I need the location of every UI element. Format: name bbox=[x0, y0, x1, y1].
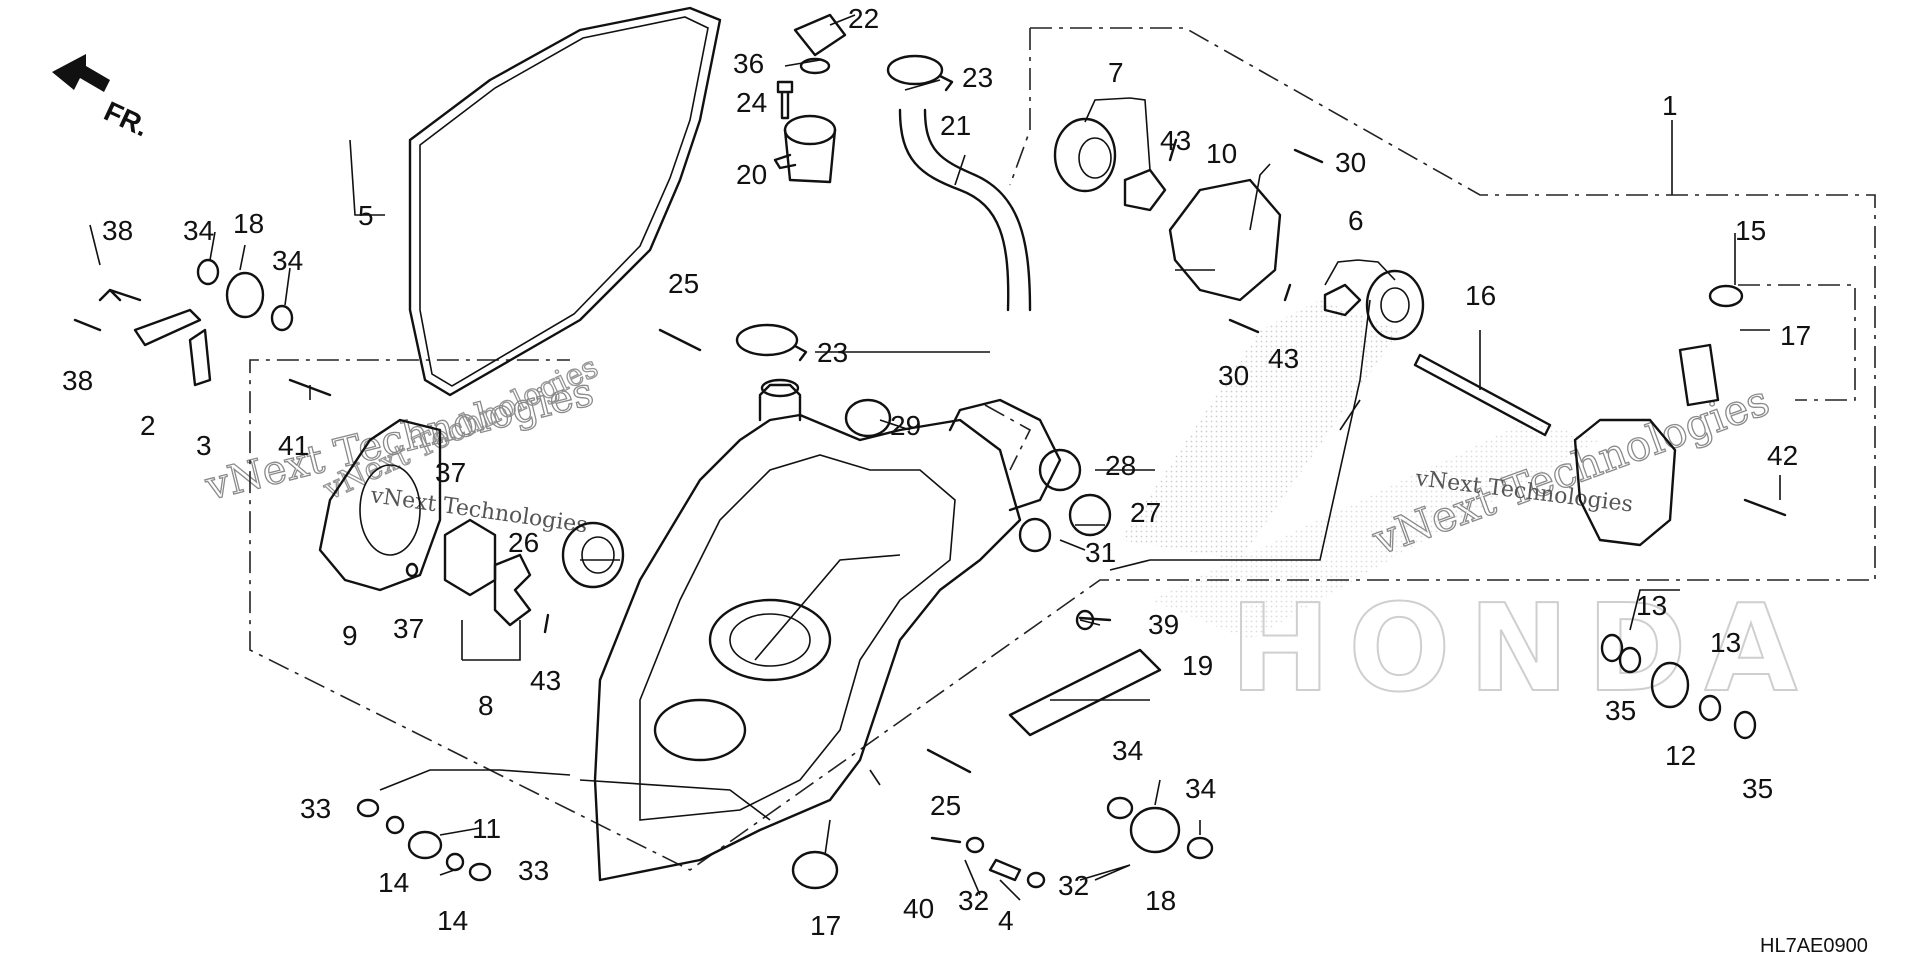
impeller-8 bbox=[443, 518, 532, 627]
oil-pump-rotor-7 bbox=[1053, 117, 1167, 212]
callout-36: 36 bbox=[733, 48, 764, 79]
callout-11: 11 bbox=[472, 813, 501, 844]
strainer-15 bbox=[1678, 284, 1744, 407]
callout-37a: 37 bbox=[435, 457, 466, 488]
callout-5: 5 bbox=[358, 200, 374, 231]
crankcase-cover bbox=[593, 378, 1062, 882]
gasket-5 bbox=[408, 6, 722, 397]
callout-14a: 14 bbox=[378, 867, 409, 898]
hose-21 bbox=[898, 108, 1032, 312]
callout-17b: 17 bbox=[810, 910, 841, 941]
callout-20: 20 bbox=[736, 159, 767, 190]
callout-2: 2 bbox=[140, 410, 156, 441]
callout-1: 1 bbox=[1662, 90, 1678, 121]
callout-30a: 30 bbox=[1335, 147, 1366, 178]
guide-19 bbox=[1008, 648, 1162, 737]
brand-background: HONDA bbox=[1120, 300, 1815, 720]
callout-labels: 1 2 3 4 5 6 7 8 9 10 11 12 13 13 14 14 1… bbox=[62, 3, 1811, 941]
callout-16: 16 bbox=[1465, 280, 1496, 311]
callout-17a: 17 bbox=[1780, 320, 1811, 351]
oil-pump-rotor-6 bbox=[1323, 269, 1425, 341]
leader-lines bbox=[89, 14, 1781, 901]
callout-22: 22 bbox=[848, 3, 879, 34]
oil-pump-assembly-1 bbox=[1573, 418, 1677, 547]
callout-8: 8 bbox=[478, 690, 494, 721]
callout-24: 24 bbox=[736, 87, 767, 118]
callout-34c: 34 bbox=[1112, 735, 1143, 766]
callout-39: 39 bbox=[1148, 609, 1179, 640]
clamp-23-lower bbox=[735, 323, 808, 362]
callout-13a: 13 bbox=[1636, 590, 1667, 621]
callout-25a: 25 bbox=[668, 268, 699, 299]
callout-35b: 35 bbox=[1742, 773, 1773, 804]
callout-28: 28 bbox=[1105, 450, 1136, 481]
callout-37b: 37 bbox=[393, 613, 424, 644]
front-direction-arrow: FR. bbox=[52, 54, 153, 143]
callout-43a: 43 bbox=[1160, 125, 1191, 156]
callout-29: 29 bbox=[890, 410, 921, 441]
assembly-outlines bbox=[249, 27, 1876, 871]
shaft-16 bbox=[1413, 353, 1552, 437]
callout-23b: 23 bbox=[817, 337, 848, 368]
callout-26: 26 bbox=[508, 527, 539, 558]
callout-13b: 13 bbox=[1710, 627, 1741, 658]
callout-18b: 18 bbox=[1145, 885, 1176, 916]
callout-34b: 34 bbox=[272, 245, 303, 276]
small-parts bbox=[73, 138, 1787, 890]
callout-31: 31 bbox=[1085, 537, 1116, 568]
callout-9: 9 bbox=[342, 620, 358, 651]
callout-38a: 38 bbox=[102, 215, 133, 246]
callout-33a: 33 bbox=[300, 793, 331, 824]
callout-10: 10 bbox=[1206, 138, 1237, 169]
callout-43b: 43 bbox=[1268, 343, 1299, 374]
callout-32a: 32 bbox=[958, 885, 989, 916]
oil-pump-body-10 bbox=[1168, 178, 1282, 302]
front-direction-label: FR. bbox=[99, 95, 153, 142]
callout-4: 4 bbox=[998, 905, 1014, 936]
callout-27: 27 bbox=[1130, 497, 1161, 528]
callout-18a: 18 bbox=[233, 208, 264, 239]
callout-19: 19 bbox=[1182, 650, 1213, 681]
callout-33b: 33 bbox=[518, 855, 549, 886]
callout-41: 41 bbox=[278, 430, 309, 461]
callout-3: 3 bbox=[196, 430, 212, 461]
water-pump-cover-9 bbox=[318, 418, 442, 592]
oring-36 bbox=[799, 57, 831, 75]
brand-text: HONDA bbox=[1230, 580, 1815, 719]
callout-6: 6 bbox=[1348, 205, 1364, 236]
callout-34a: 34 bbox=[183, 215, 214, 246]
water-joint-20 bbox=[773, 114, 837, 184]
callout-43c: 43 bbox=[530, 665, 561, 696]
callout-38b: 38 bbox=[62, 365, 93, 396]
callout-14b: 14 bbox=[437, 905, 468, 936]
bearing-26 bbox=[561, 521, 625, 589]
watermark-text: vNext Technologies bbox=[368, 483, 589, 538]
bolt-24 bbox=[776, 80, 794, 120]
callout-25b: 25 bbox=[930, 790, 961, 821]
callout-23a: 23 bbox=[962, 62, 993, 93]
callout-32b: 32 bbox=[1058, 870, 1089, 901]
callout-7: 7 bbox=[1108, 57, 1124, 88]
callout-15: 15 bbox=[1735, 215, 1766, 246]
diagram-code: HL7AE0900 bbox=[1760, 935, 1868, 957]
cap-22 bbox=[793, 13, 847, 57]
callout-12: 12 bbox=[1665, 740, 1696, 771]
callout-30b: 30 bbox=[1218, 360, 1249, 391]
callout-34d: 34 bbox=[1185, 773, 1216, 804]
callout-42: 42 bbox=[1767, 440, 1798, 471]
callout-40: 40 bbox=[903, 893, 934, 924]
callout-21: 21 bbox=[940, 110, 971, 141]
clamp-23-upper bbox=[886, 54, 954, 92]
callout-35a: 35 bbox=[1605, 695, 1636, 726]
